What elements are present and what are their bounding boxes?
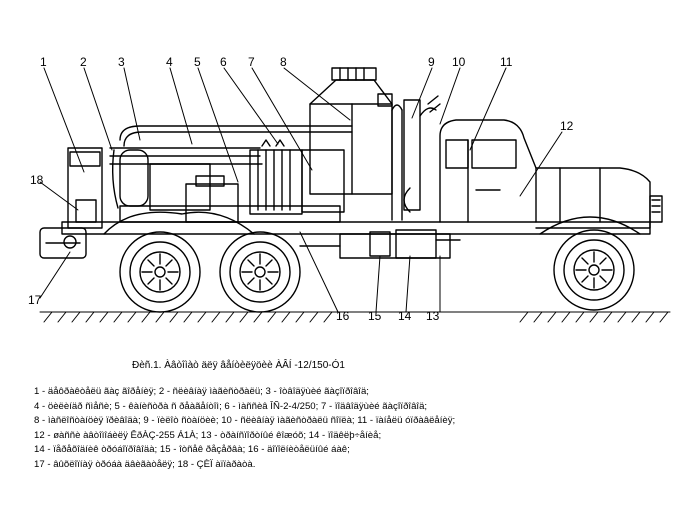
callout-8: 8 — [280, 55, 287, 69]
callout-6: 6 — [220, 55, 227, 69]
truck-cab — [439, 119, 537, 223]
callout-7: 7 — [248, 55, 255, 69]
legend-line: 14 - ïåðåõîäíèê òðóáîïðîâîäà; 15 - îòñåê… — [34, 444, 350, 456]
ground-hatching — [39, 311, 671, 323]
callout-numbers: 1 2 3 4 5 6 7 8 9 10 11 12 13 14 15 16 1… — [28, 55, 574, 323]
legend-line: 1 - äåôðàêòåëü ãàç ãîðåíèÿ; 2 - ñëèâíàÿ … — [34, 386, 369, 397]
callout-1: 1 — [40, 55, 47, 69]
callout-10: 10 — [452, 55, 466, 69]
callout-18: 18 — [30, 173, 44, 187]
callout-16: 16 — [336, 309, 350, 323]
callout-2: 2 — [80, 55, 87, 69]
rear-wheel-1 — [119, 231, 201, 313]
callout-12: 12 — [560, 119, 574, 133]
callout-11: 11 — [500, 55, 513, 69]
wheel-arches — [103, 211, 641, 235]
legend: 1 - äåôðàêòåëü ãàç ãîðåíèÿ; 2 - ñëèâíàÿ … — [34, 385, 455, 473]
equipment-body — [67, 125, 353, 229]
callout-13: 13 — [426, 309, 440, 323]
callout-4: 4 — [166, 55, 173, 69]
oil-station-tank — [309, 67, 393, 195]
truck-hood — [535, 167, 663, 229]
legend-line: 17 - âûõëîïíàÿ òðóáà äâèãàòåëÿ; 18 - ÇÈÏ… — [34, 458, 256, 470]
callout-14: 14 — [398, 309, 412, 323]
legend-line: 8 - ìàñëîñòàíöèÿ ïðèâîäà; 9 - ïèëîò ñòàí… — [34, 415, 456, 427]
legend-line: 4 - öèëèíäð ñìåñè; 5 - êàíèñòðà ñ ðåàãåí… — [34, 400, 428, 412]
callout-5: 5 — [194, 55, 201, 69]
rear-wheel-2 — [219, 231, 301, 313]
callout-17: 17 — [28, 293, 42, 307]
callout-9: 9 — [428, 55, 435, 69]
legend-line: 12 - øàññè àâòîìîáèëÿ ÊðÀÇ-255 Á1À; 13 -… — [34, 429, 382, 441]
front-wheel — [553, 229, 635, 311]
pipework — [369, 95, 461, 259]
figure-caption: Ðèñ.1. Àâòîìàò äëÿ âåíòèëÿöèè ÀÂÍ -12/15… — [132, 360, 345, 371]
leader-lines — [39, 67, 563, 313]
callout-3: 3 — [118, 55, 125, 69]
callout-15: 15 — [368, 309, 382, 323]
